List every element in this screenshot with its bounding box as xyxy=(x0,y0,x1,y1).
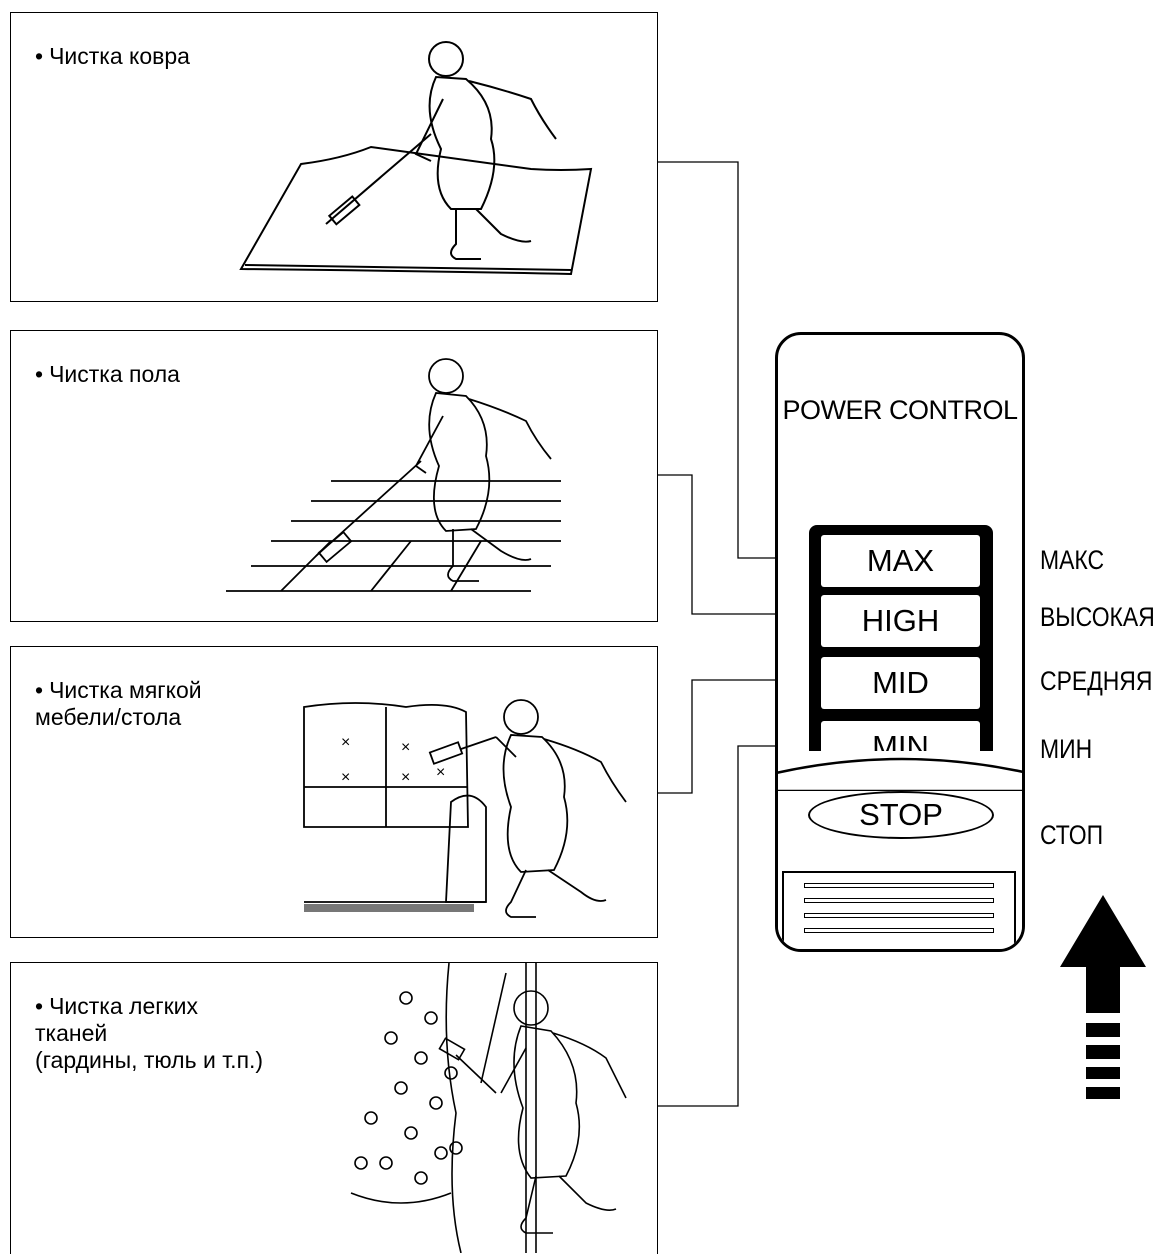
panel-label-text: Чистка мягкой мебели/стола xyxy=(35,677,202,730)
up-arrow-icon xyxy=(1060,895,1146,1099)
label-max-ru: МАКС xyxy=(1040,545,1105,575)
label-min-ru: МИН xyxy=(1040,734,1093,764)
panel-label: •Чистка пола xyxy=(35,361,180,387)
remote-title: POWER CONTROL xyxy=(782,395,1018,425)
svg-text:×: × xyxy=(436,764,445,781)
svg-text:×: × xyxy=(401,739,410,756)
carpet-cleaning-illustration-icon xyxy=(239,41,593,276)
panel-curtain: •Чистка легких тканей (гардины, тюль и т… xyxy=(10,962,658,1254)
power-control-remote: POWER CONTROL MAX HIGH MID MIN STOP xyxy=(775,332,1025,952)
base-curve xyxy=(778,757,1022,791)
panel-label: •Чистка легких тканей (гардины, тюль и т… xyxy=(35,993,264,1073)
high-button[interactable]: HIGH xyxy=(821,595,980,647)
panel-label: •Чистка мягкой мебели/стола xyxy=(35,677,202,730)
vent-slot xyxy=(804,883,994,888)
svg-text:×: × xyxy=(401,769,410,786)
svg-text:×: × xyxy=(341,769,350,786)
vent-grille xyxy=(782,871,1016,949)
panel-label: •Чистка ковра xyxy=(35,43,190,69)
vent-slot xyxy=(804,928,994,933)
panel-label-text: Чистка легких тканей (гардины, тюль и т.… xyxy=(35,993,264,1073)
panel-label-text: Чистка пола xyxy=(49,361,180,387)
mid-button[interactable]: MID xyxy=(821,657,980,709)
vent-slot xyxy=(804,913,994,918)
panel-sofa: •Чистка мягкой мебели/стола × × × × × xyxy=(10,646,658,938)
panel-label-text: Чистка ковра xyxy=(49,43,190,69)
remote-base: STOP xyxy=(778,751,1022,949)
panel-carpet: •Чистка ковра xyxy=(10,12,658,302)
panel-floor: •Чистка пола xyxy=(10,330,658,622)
max-button[interactable]: MAX xyxy=(821,535,980,587)
label-high-ru: ВЫСОКАЯ xyxy=(1040,602,1155,632)
sofa-cleaning-illustration-icon: × × × × × xyxy=(303,699,627,918)
curtain-cleaning-illustration-icon xyxy=(350,963,627,1253)
vent-slot xyxy=(804,898,994,903)
svg-text:×: × xyxy=(341,734,350,751)
floor-cleaning-illustration-icon xyxy=(226,358,561,592)
stop-button[interactable]: STOP xyxy=(808,791,994,839)
label-mid-ru: СРЕДНЯЯ xyxy=(1040,666,1153,696)
label-stop-ru: СТОП xyxy=(1040,820,1104,850)
